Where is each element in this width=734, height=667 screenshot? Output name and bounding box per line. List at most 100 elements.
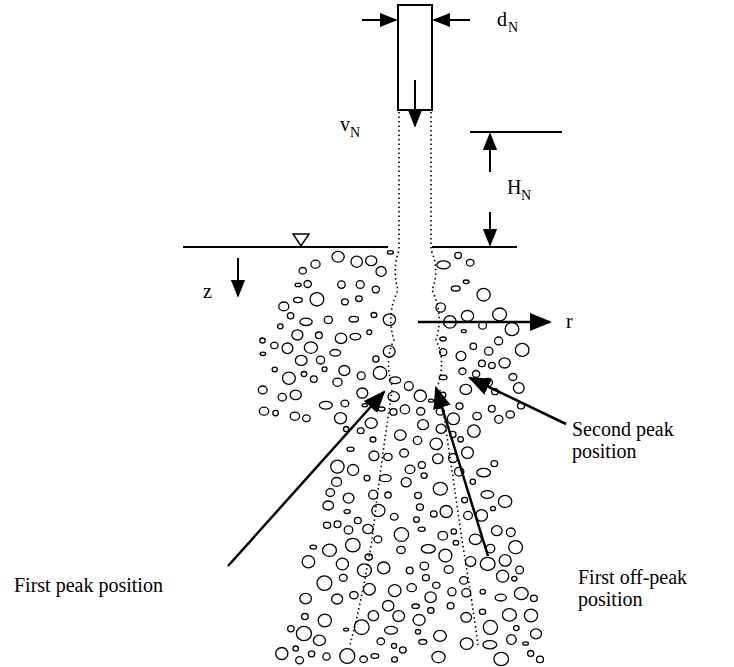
- bubble: [390, 513, 398, 520]
- bubble: [364, 475, 370, 481]
- bubble: [308, 651, 314, 657]
- bubble: [447, 413, 459, 425]
- bubble: [420, 562, 429, 570]
- bubble: [310, 293, 324, 306]
- bubble: [368, 611, 379, 621]
- bubble: [383, 346, 395, 357]
- bubble: [293, 646, 298, 651]
- bubble: [313, 635, 325, 645]
- bubble: [495, 337, 503, 345]
- bubble: [413, 615, 425, 626]
- bubble: [469, 534, 481, 544]
- bubble: [489, 362, 496, 368]
- callout-label: First off-peak position: [578, 566, 718, 610]
- bubble: [346, 538, 361, 552]
- bubble: [458, 437, 464, 442]
- water-surface: [183, 246, 388, 248]
- bubble: [357, 564, 371, 577]
- bubble: [512, 576, 517, 581]
- bubble: [451, 286, 460, 291]
- bubble: [340, 649, 355, 664]
- bubble: [300, 593, 312, 604]
- bubble: [304, 281, 311, 288]
- plume-boundary: [440, 390, 478, 645]
- bubble: [401, 478, 411, 487]
- bubble: [319, 401, 332, 409]
- bubble: [332, 478, 342, 487]
- bubble: [483, 620, 497, 634]
- bubble: [413, 436, 421, 444]
- bubble: [447, 603, 454, 609]
- bubble: [316, 356, 324, 364]
- bubble: [336, 558, 348, 570]
- bubble: [415, 630, 420, 635]
- bubble: [407, 584, 416, 592]
- bubble: [390, 409, 397, 416]
- bubble: [344, 510, 350, 514]
- bubble: [485, 347, 493, 355]
- bubble: [357, 372, 365, 380]
- bubble: [491, 506, 496, 510]
- velocity-symbol: v: [340, 113, 350, 135]
- bubble: [421, 545, 435, 553]
- bubble: [324, 522, 331, 528]
- bubble: [417, 408, 425, 416]
- bubble: [302, 614, 309, 620]
- bubble: [378, 407, 385, 411]
- bubble: [339, 574, 347, 581]
- bubble: [342, 299, 349, 305]
- bubble: [372, 504, 385, 516]
- bubble: [344, 628, 349, 631]
- bubble: [292, 330, 303, 340]
- bubble: [466, 259, 474, 266]
- bubble: [341, 400, 349, 407]
- bubble: [455, 252, 462, 258]
- bubble: [360, 656, 368, 663]
- height-arrow: [489, 212, 491, 245]
- bubble: [528, 651, 534, 657]
- callout-label: Second peak position: [572, 418, 690, 462]
- bubble: [339, 366, 350, 376]
- bubble: [506, 411, 514, 418]
- bubble: [494, 652, 509, 665]
- bubble: [422, 575, 429, 581]
- bubble: [331, 460, 344, 473]
- bubble: [385, 492, 391, 498]
- bubble: [295, 283, 301, 287]
- bubble: [479, 360, 486, 366]
- bubble: [367, 330, 372, 335]
- bubble: [498, 495, 511, 507]
- water-surface: [432, 246, 517, 248]
- bubble: [531, 629, 542, 639]
- bubble: [460, 384, 472, 394]
- bubble: [271, 342, 278, 348]
- bubble: [369, 451, 379, 461]
- bubble: [332, 251, 344, 262]
- bubble: [516, 566, 524, 574]
- bubble: [461, 330, 466, 333]
- bubble: [356, 296, 363, 302]
- diameter-symbol: d: [497, 8, 507, 30]
- bubble: [373, 367, 386, 380]
- bubble: [370, 437, 376, 442]
- bubble: [365, 554, 372, 560]
- bubble: [323, 653, 330, 660]
- bubble: [322, 367, 327, 372]
- bubble: [509, 541, 523, 554]
- bubble: [351, 256, 362, 267]
- bubble: [436, 424, 446, 433]
- bubble: [372, 286, 379, 293]
- bubble: [357, 428, 364, 434]
- bubble: [400, 449, 409, 457]
- bubble: [388, 585, 401, 597]
- bubble: [294, 297, 303, 302]
- bubble: [288, 626, 294, 632]
- bubble: [323, 501, 334, 510]
- bubble: [425, 592, 436, 603]
- bubble: [350, 333, 361, 339]
- z-axis: [237, 258, 239, 296]
- bubble: [444, 566, 453, 574]
- bubble: [473, 412, 482, 419]
- bubble: [459, 368, 466, 375]
- leader-arrow: [228, 392, 384, 566]
